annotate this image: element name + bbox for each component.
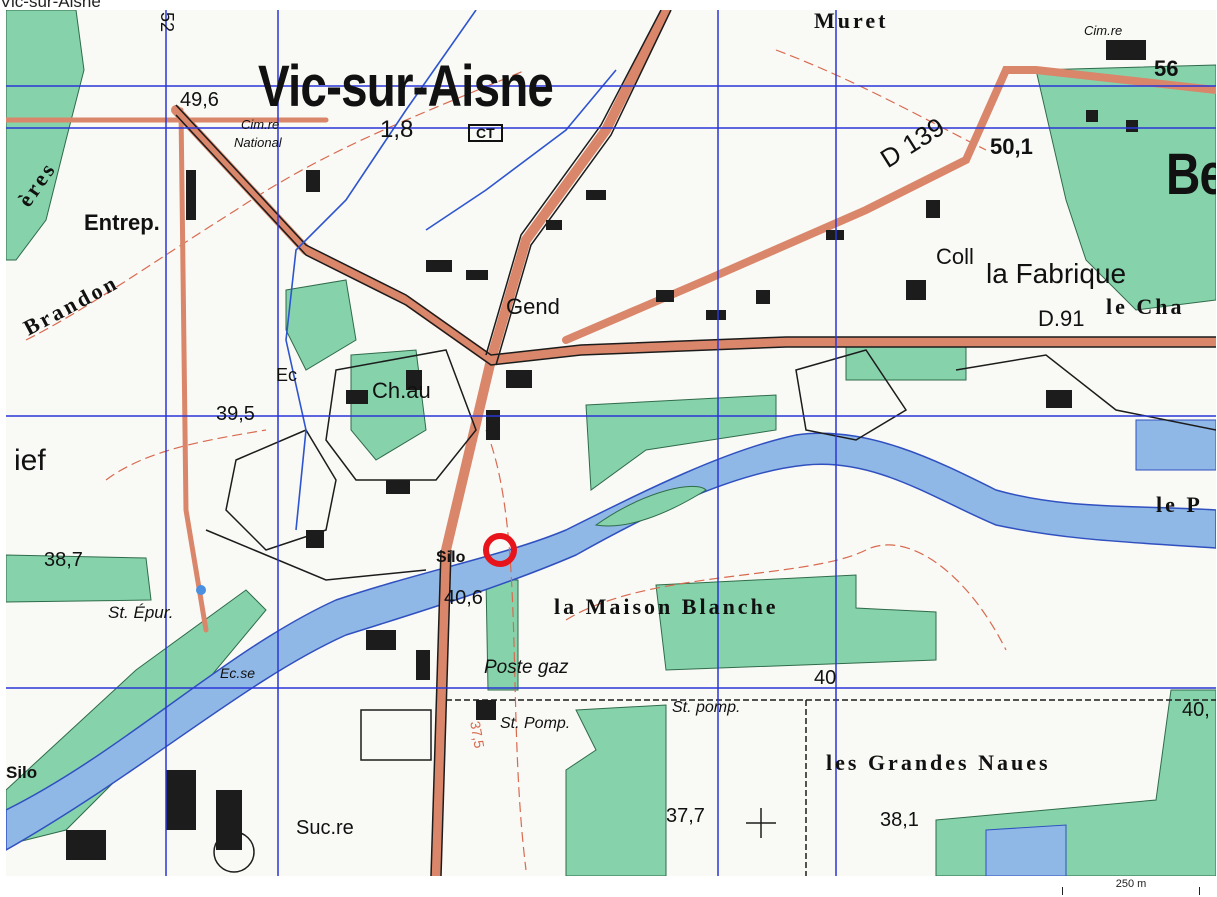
silo-label: Silo xyxy=(436,549,466,566)
sports-field xyxy=(360,709,432,761)
cemetery-ne-label: Cim.re xyxy=(1084,23,1123,38)
buildings xyxy=(66,40,1146,860)
forest-w xyxy=(6,554,152,603)
spot-height-49-6: 49,6 xyxy=(180,89,219,111)
spot-height-39-5: 39,5 xyxy=(216,403,255,425)
college-label: Coll xyxy=(936,244,974,269)
water-point xyxy=(196,585,206,595)
entrepot-label: Entrep. xyxy=(84,210,160,235)
muret-label: Muret xyxy=(814,10,889,33)
pump-station-w-label: St. Pomp. xyxy=(500,715,571,732)
forest-south xyxy=(565,704,667,876)
treatment-station-label: St. Épur. xyxy=(108,603,174,622)
la-fabrique-label: la Fabrique xyxy=(986,258,1127,289)
forest-river-bank xyxy=(585,394,777,491)
spot-height-1-8: 1,8 xyxy=(380,116,414,143)
map-canvas xyxy=(6,10,1216,876)
pond-south xyxy=(985,824,1067,876)
school-label: Ec xyxy=(276,365,298,385)
partial-town-label: Be xyxy=(1166,142,1216,207)
scale-label: 250 m xyxy=(1115,878,1147,890)
road-outlines xyxy=(175,10,1216,876)
contour-lines xyxy=(25,49,1007,871)
scale-tick-right xyxy=(1199,887,1200,895)
spot-height-56: 56 xyxy=(1154,56,1179,81)
spot-height-40: 40 xyxy=(814,667,837,689)
le-chateau-label: le Cha xyxy=(1106,294,1185,319)
grid-lines xyxy=(6,10,1216,876)
ecluse-label: Ec.se xyxy=(220,665,256,681)
pump-station-e-label: St. pomp. xyxy=(672,699,741,716)
spot-height-38-7: 38,7 xyxy=(44,549,83,571)
river-island xyxy=(594,485,707,527)
scale-tick-left xyxy=(1062,887,1063,895)
fief-label: ief xyxy=(14,444,46,477)
forest-park-n xyxy=(285,279,357,371)
pond-east xyxy=(1135,419,1216,471)
cemetery-label: Cim.re xyxy=(241,117,280,132)
forest-se xyxy=(935,689,1216,876)
page-title: Vic-sur-Aisne xyxy=(0,0,101,11)
sucrerie-label: Suc.re xyxy=(296,817,354,839)
forest-nw xyxy=(6,10,85,261)
town-label: Vic-sur-Aisne xyxy=(258,54,554,119)
location-marker[interactable] xyxy=(483,533,517,567)
topographic-map[interactable]: Vic-sur-Aisne CT 49,6 1,8 Cim.re Nationa… xyxy=(6,10,1216,876)
forest-ne xyxy=(1035,64,1216,311)
forest-maison-blanche xyxy=(655,574,937,671)
chateau-label: Ch.au xyxy=(372,378,431,403)
national-label: National xyxy=(234,135,282,150)
gas-station-label: Poste gaz xyxy=(484,657,569,678)
grid-number-label: 52 xyxy=(157,12,177,33)
streams xyxy=(285,10,617,531)
le-p-label: le P xyxy=(1156,492,1203,517)
road-network xyxy=(6,10,1216,876)
forest-chateau xyxy=(350,349,427,461)
spot-height-38-1: 38,1 xyxy=(880,809,919,831)
grandes-naues-label: les Grandes Naues xyxy=(826,750,1051,775)
tank xyxy=(213,831,255,873)
maison-blanche-label: la Maison Blanche xyxy=(554,594,779,619)
spot-height-40-6: 40,6 xyxy=(444,587,483,609)
contour-label-37-5: 37,5 xyxy=(467,719,488,750)
ct-label: CT xyxy=(468,124,503,142)
spot-height-37-7: 37,7 xyxy=(666,805,705,827)
spot-height-40-east: 40, xyxy=(1182,699,1210,721)
road-d91-label: D.91 xyxy=(1038,306,1085,331)
gendarmerie-label: Gend xyxy=(506,294,560,319)
spot-height-50-1: 50,1 xyxy=(990,134,1033,159)
scale-bar: 250 m xyxy=(1062,878,1200,897)
silo-west-label: Silo xyxy=(6,763,38,782)
